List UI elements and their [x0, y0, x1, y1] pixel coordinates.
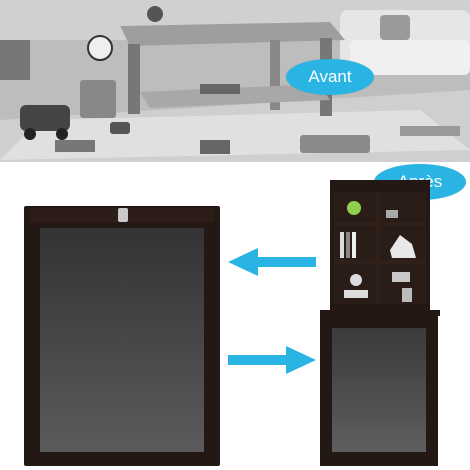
shelf-decor — [340, 201, 416, 302]
folded-board — [24, 206, 220, 466]
open-cabinet — [330, 180, 430, 312]
before-photo — [0, 0, 470, 162]
before-label: Avant — [286, 59, 374, 95]
desk-panel — [320, 316, 438, 466]
chalkboard-panel — [40, 228, 204, 452]
desk-chalkboard — [332, 328, 426, 452]
arrow-right-icon — [228, 346, 316, 374]
latch-icon — [118, 208, 128, 222]
cabinet-base — [320, 310, 440, 316]
arrow-left-icon — [228, 248, 316, 276]
